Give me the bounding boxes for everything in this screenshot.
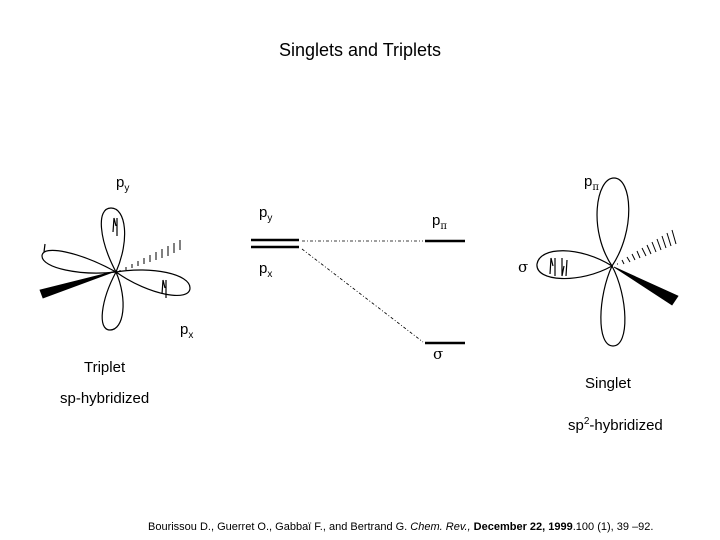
singlet-ppi-upper-lobe <box>596 177 630 268</box>
singlet-electron-down <box>561 258 568 277</box>
triplet-electron-left <box>43 243 46 253</box>
triplet-py-upper-lobe <box>100 207 126 274</box>
singlet-ppi-label: pπ <box>584 173 599 193</box>
singlet-electron-up <box>549 257 556 276</box>
left-px-label: px <box>259 260 273 280</box>
left-py-label: py <box>259 204 273 224</box>
triplet-px-left-lobe <box>41 249 118 274</box>
page-title: Singlets and Triplets <box>278 40 442 60</box>
singlet-hybridization: sp2-hybridized <box>568 416 663 434</box>
singlet-sigma-label: σ <box>518 258 529 276</box>
singlet-ppi-lower-lobe <box>600 264 626 347</box>
triplet-electron-up <box>112 217 118 236</box>
singlet-orbital <box>536 177 677 347</box>
right-ppi-label: pπ <box>432 212 447 232</box>
triplet-px-label: px <box>180 321 194 341</box>
singlet-name: Singlet <box>585 375 631 392</box>
triplet-px-right-lobe <box>114 269 191 296</box>
triplet-wedge-bond <box>39 270 117 299</box>
triplet-hybridization: sp-hybridized <box>60 390 150 407</box>
px-to-sigma-connector <box>301 248 424 343</box>
singlet-wedge-bond <box>613 266 679 306</box>
triplet-hashed-bond <box>119 240 181 271</box>
triplet-py-label: py <box>116 174 130 194</box>
triplet-electron-right <box>161 279 167 298</box>
citation: Bourissou D., Guerret O., Gabbaï F., and… <box>148 521 654 533</box>
singlet-sigma-lobe <box>536 250 614 280</box>
right-sigma-label: σ <box>433 345 444 363</box>
triplet-py-lower-lobe <box>101 270 124 331</box>
triplet-orbital <box>41 207 191 331</box>
triplet-name: Triplet <box>84 359 126 376</box>
energy-level-diagram <box>251 238 465 345</box>
singlet-hashed-bond <box>617 229 677 265</box>
